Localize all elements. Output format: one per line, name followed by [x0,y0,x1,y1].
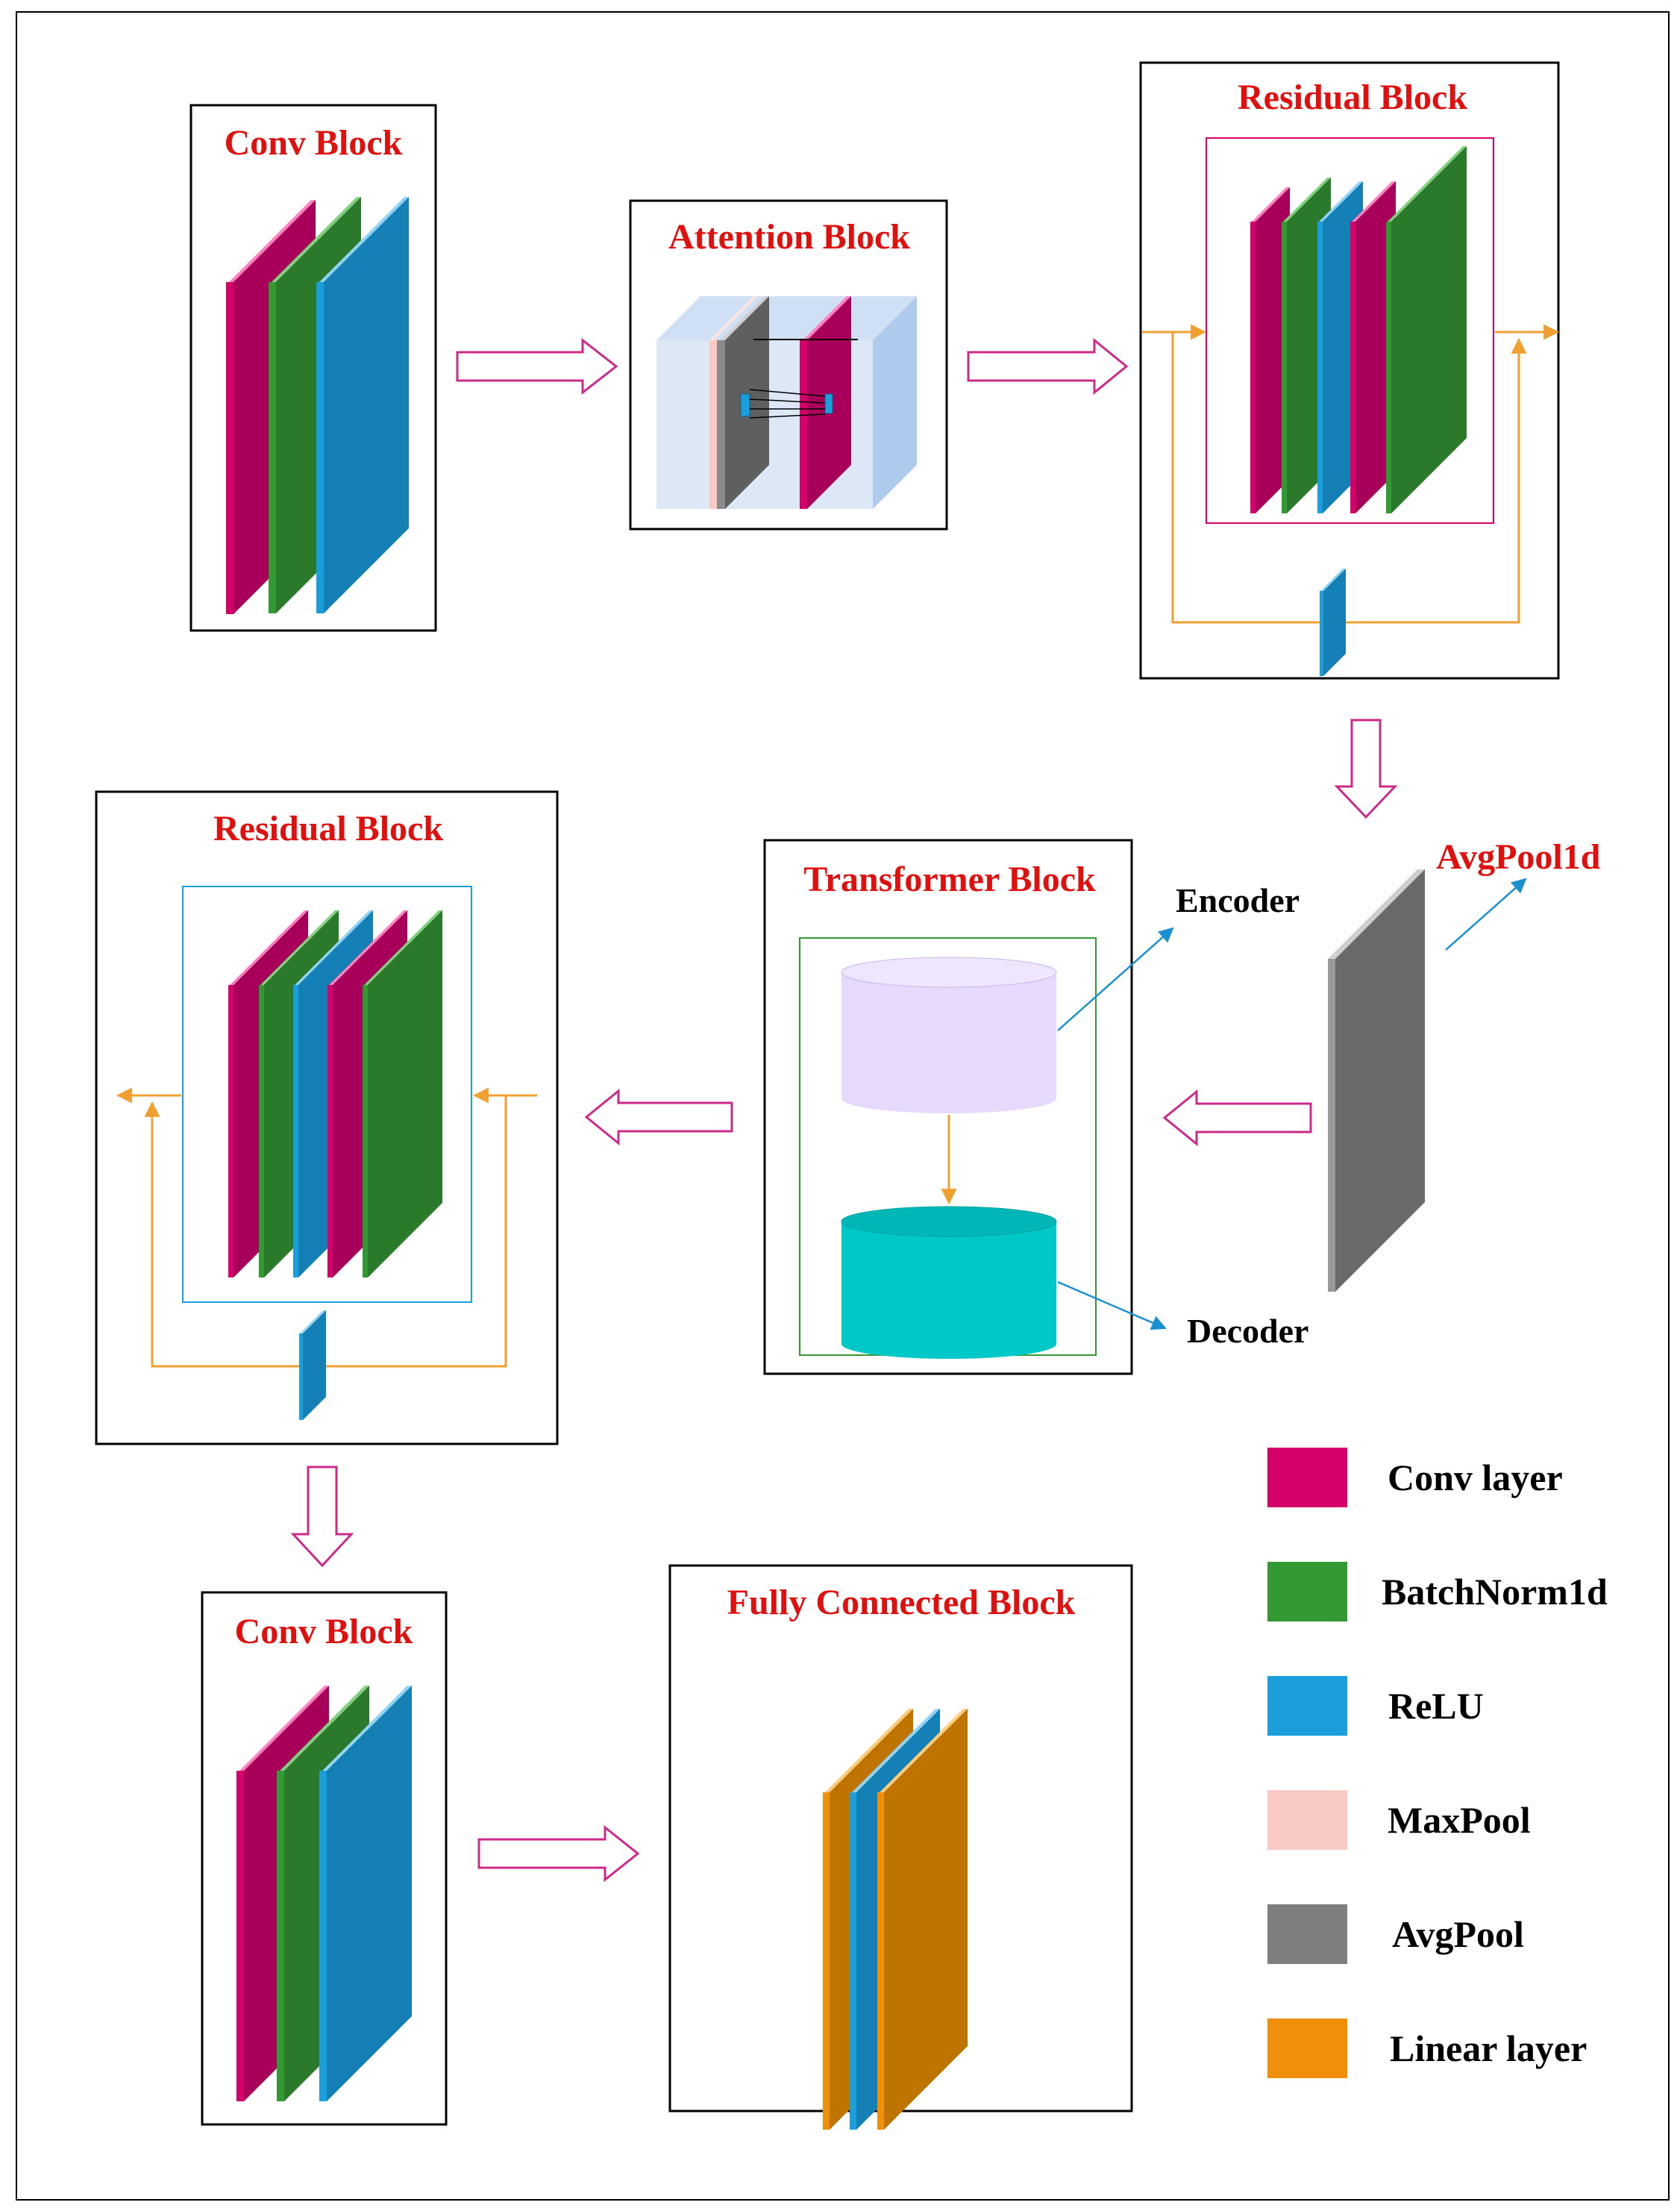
legend-swatch [1267,1904,1347,1964]
fully-connected-block: Fully Connected Block [668,1564,1133,2130]
attention-kernels [740,339,858,419]
relu-slab [319,1686,412,2101]
flow-arrow-3 [1334,719,1398,819]
relu-slab [316,197,409,613]
residual-block-2: Residual Block [95,790,559,1445]
avgpool1d-pointer [1445,878,1527,951]
attention-block-title: Attention Block [668,217,910,257]
relu-slab [1320,569,1346,676]
flow-arrow-4 [1162,1089,1312,1147]
transformer-block-title: Transformer Block [803,860,1096,899]
conv-block-1-title: Conv Block [225,123,403,163]
encoder-pointer [1057,927,1174,1031]
conv-block-2: Conv Block [201,1591,448,2126]
decoder-label: Decoder [1187,1312,1308,1350]
decoder-cylinder [841,1206,1057,1359]
skip-connection-2 [116,1087,537,1368]
avgpool1d-layer [1328,869,1425,1292]
conv-block-2-title: Conv Block [235,1612,413,1651]
linear-layer-slab [877,1709,968,2130]
flow-arrow-2 [967,337,1129,395]
attention-block: Attention Block [629,199,948,531]
decoder-pointer [1057,1280,1167,1330]
maxpool-slab [709,296,758,509]
encoder-cylinder [841,957,1057,1113]
legend-label: Conv layer [1388,1457,1563,1498]
residual-block-2-title: Residual Block [213,809,443,848]
flow-arrow-5 [584,1088,733,1146]
fully-connected-block-title: Fully Connected Block [727,1583,1076,1622]
conv-layer-slab [1350,181,1396,513]
legend-label: AvgPool [1392,1913,1524,1955]
batchnorm-slab [363,910,442,1277]
avgpool1d-label: AvgPool1d [1436,837,1601,877]
conv-block-1: Conv Block [189,104,437,632]
transformer-block: Transformer Block [763,839,1133,1375]
flow-arrow-1 [456,337,618,395]
residual-block-1-title: Residual Block [1238,78,1467,117]
residual-block-1: Residual Block [1139,61,1560,680]
conv-layer-slab [1250,187,1290,513]
flow-arrow-6 [290,1466,354,1568]
batchnorm-slab [1386,146,1467,513]
legend-label: BatchNorm1d [1382,1571,1608,1613]
legend-swatch [1267,1676,1347,1736]
legend-label: ReLU [1388,1685,1484,1727]
legend-swatch [1267,1562,1347,1621]
relu-slab [299,1310,326,1420]
legend-swatch [1267,2018,1347,2078]
legend-swatch [1267,1790,1347,1850]
legend-label: MaxPool [1388,1799,1531,1841]
flow-arrow-7 [477,1824,640,1883]
outer-frame [16,11,1670,2201]
legend-label: Linear layer [1390,2027,1587,2069]
encoder-label: Encoder [1176,881,1300,919]
legend-swatch [1267,1448,1347,1507]
